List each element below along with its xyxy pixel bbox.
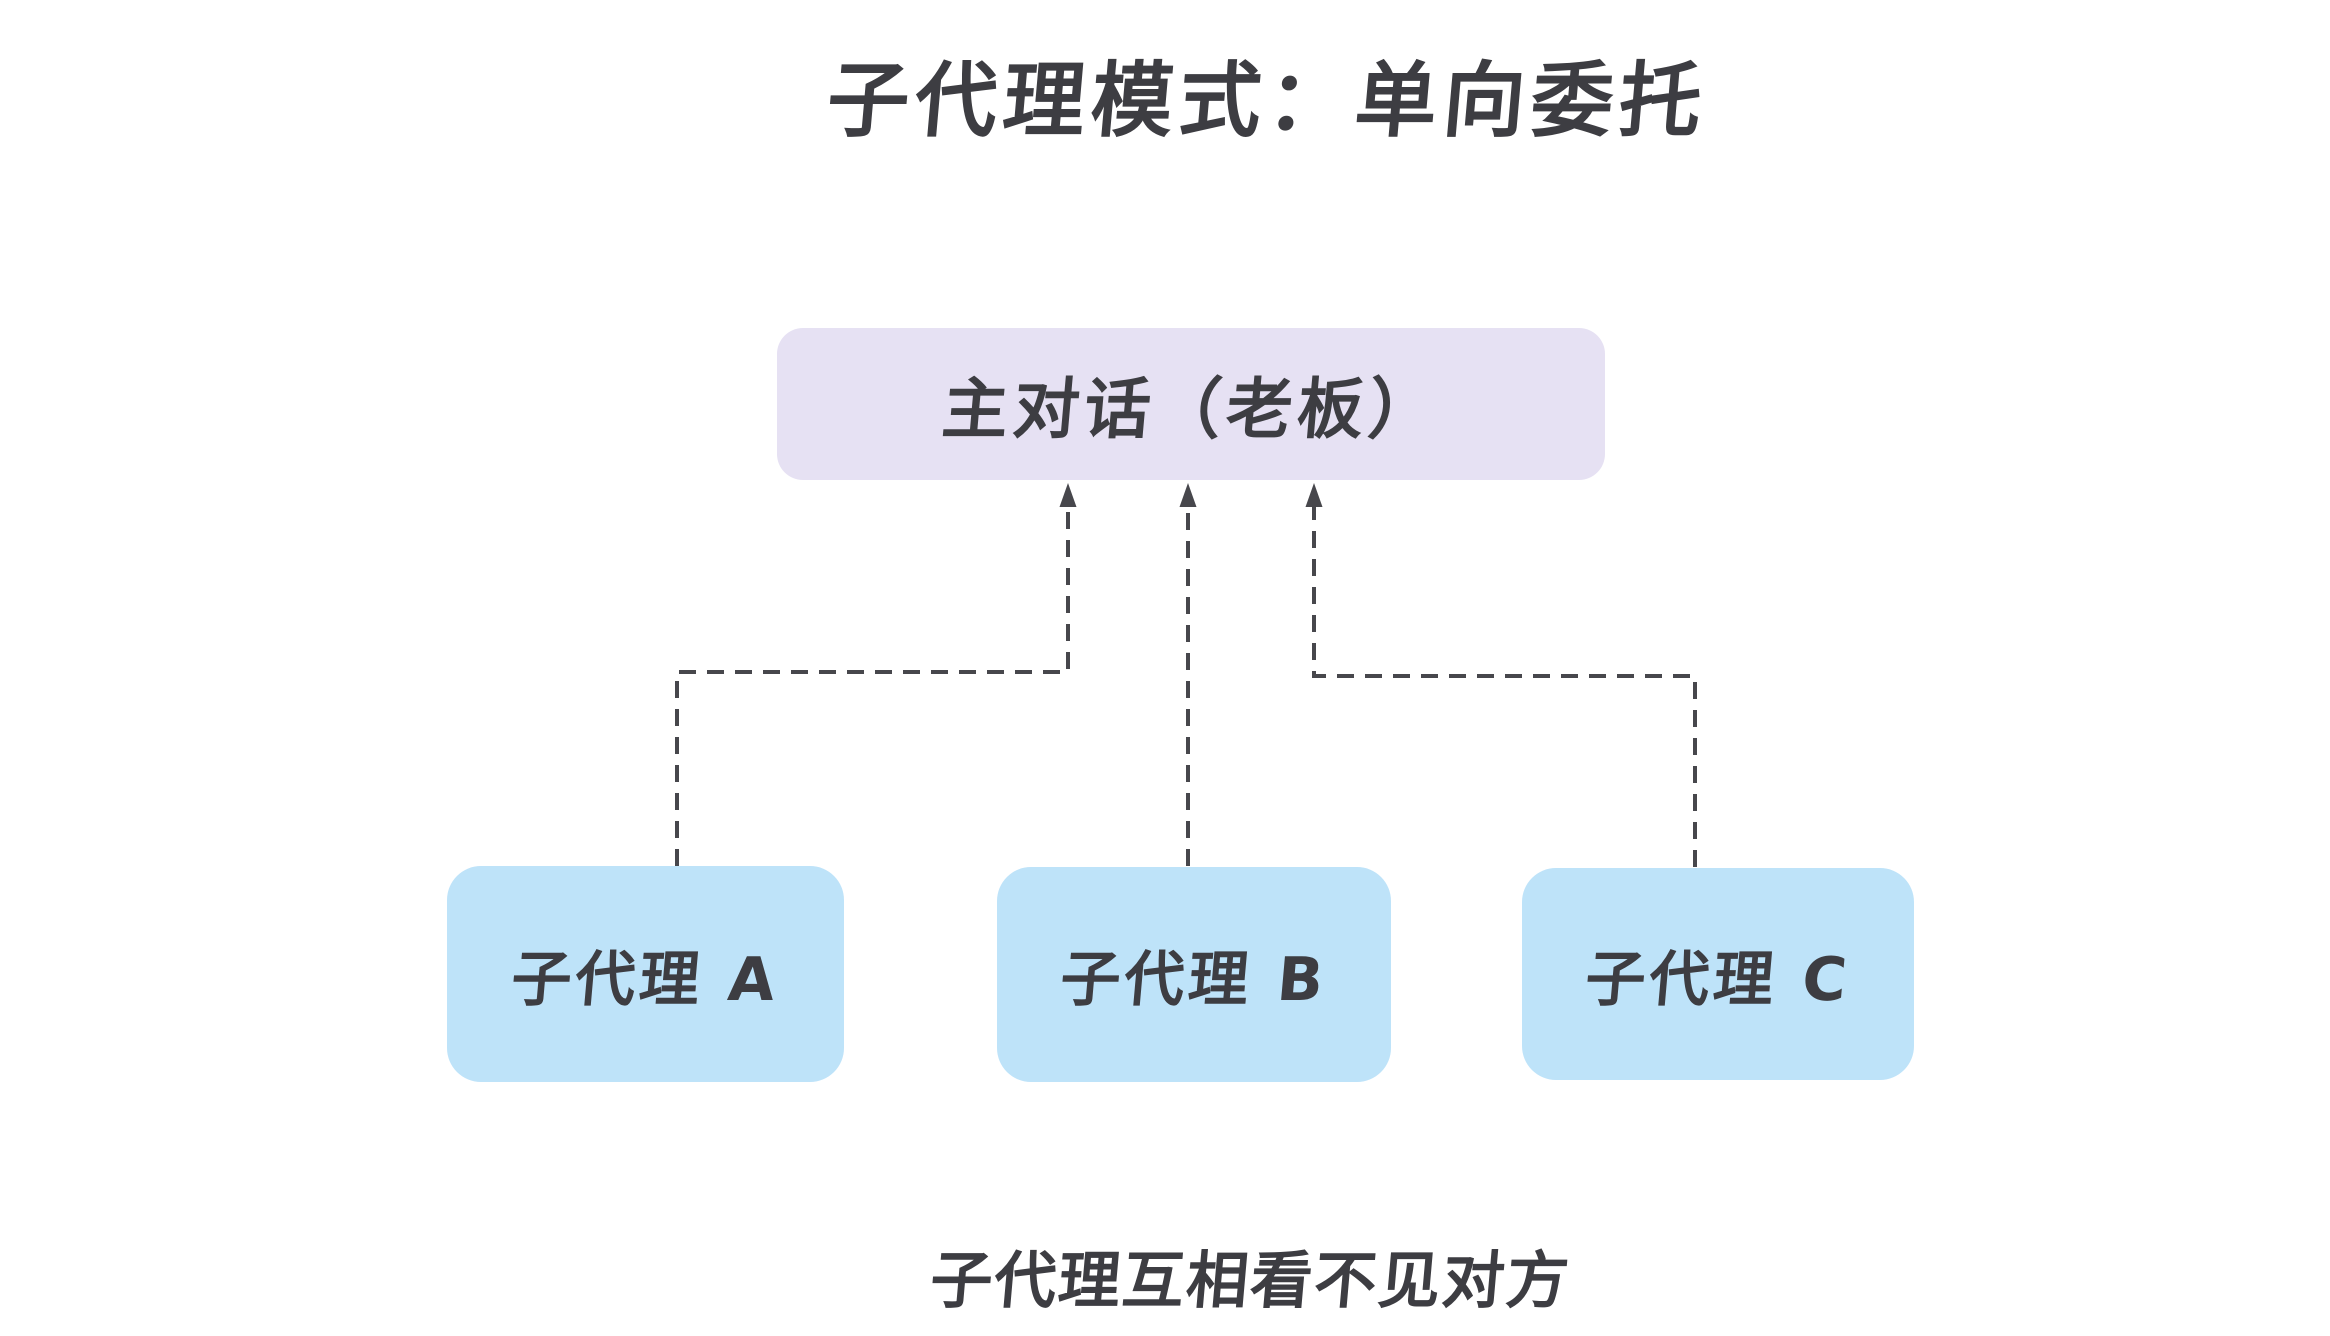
sub-node-b-label: 子代理 B: [1057, 945, 1330, 1015]
main-node-label: 主对话（老板）: [938, 371, 1443, 448]
dashed-line-c: [1312, 496, 1697, 867]
connector-subagent-a-to-main: [675, 483, 1077, 866]
dashed-line-a: [675, 496, 1070, 866]
arrowhead-up-icon: [1305, 483, 1323, 507]
sub-node-a-label: 子代理 A: [508, 944, 782, 1015]
sub-node-c: 子代理 C: [1522, 868, 1914, 1080]
diagram-caption: 子代理互相看不见对方: [927, 1230, 1573, 1320]
connector-subagent-c-to-main: [1305, 483, 1697, 867]
sub-node-b: 子代理 B: [997, 867, 1391, 1082]
sub-node-a: 子代理 A: [447, 866, 844, 1082]
diagram-caption-text: 子代理互相看不见对方: [927, 1244, 1574, 1317]
connector-subagent-b-to-main: [1179, 483, 1197, 866]
sub-node-c-label: 子代理 C: [1581, 944, 1854, 1015]
arrowhead-up-icon: [1059, 483, 1077, 507]
arrowhead-up-icon: [1179, 483, 1197, 507]
main-node: 主对话（老板）: [777, 328, 1605, 480]
